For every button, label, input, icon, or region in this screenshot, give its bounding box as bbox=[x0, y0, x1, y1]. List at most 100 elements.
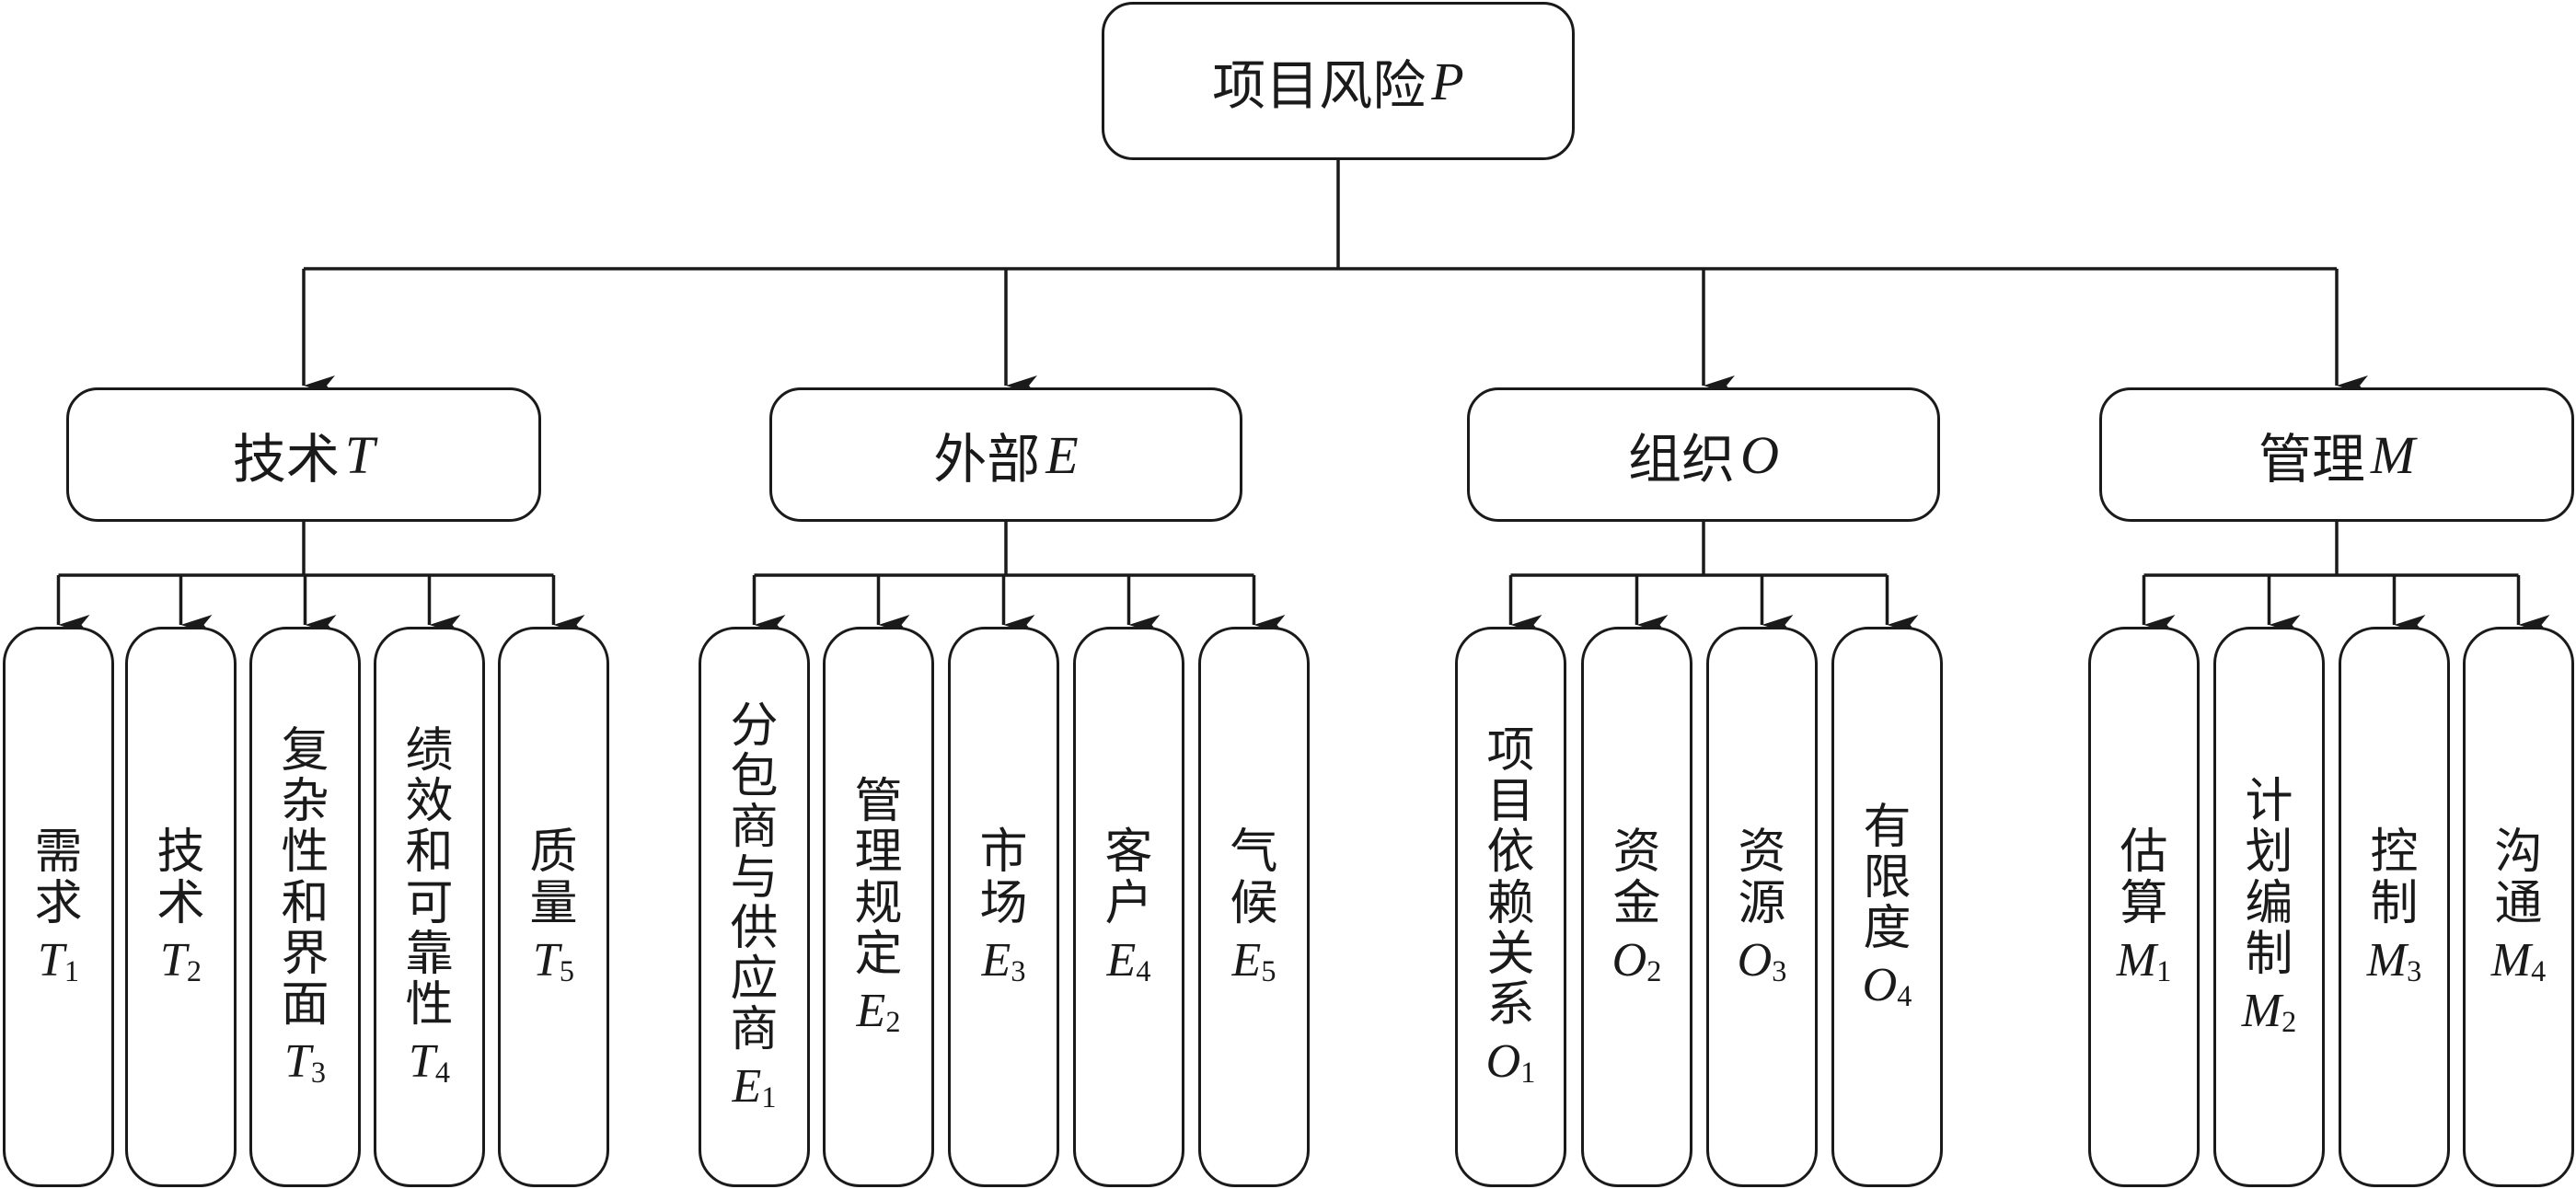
leaf-char: 技 bbox=[156, 825, 205, 881]
leaf-char: 靠 bbox=[405, 926, 454, 982]
leaf-char: 理 bbox=[854, 825, 903, 881]
leaf-node-3-1-symbol: O bbox=[1485, 1034, 1521, 1088]
leaf-char: 面 bbox=[281, 976, 329, 1033]
group-node-4-label: 管理 bbox=[2258, 428, 2365, 491]
group-node-3-label: 组织 bbox=[1628, 428, 1736, 491]
leaf-node-1-1-code: T1 bbox=[38, 935, 79, 987]
leaf-char: 计 bbox=[2245, 774, 2293, 830]
leaf-node-1-1-symbol: T bbox=[37, 933, 64, 987]
leaf-char: 规 bbox=[854, 875, 903, 931]
leaf-node-2-2-symbol: E bbox=[856, 984, 886, 1037]
leaf-node-3-2-code: O2 bbox=[1612, 935, 1662, 987]
leaf-char: 沟 bbox=[2494, 825, 2543, 881]
leaf-char: 目 bbox=[1486, 774, 1535, 830]
leaf-char: 资 bbox=[1738, 825, 1786, 881]
leaf-node-1-4-subscript: 4 bbox=[434, 1055, 451, 1089]
leaf-node-2-2-subscript: 2 bbox=[885, 1004, 901, 1038]
leaf-char: 场 bbox=[979, 875, 1028, 931]
leaf-node-3-2-subscript: 2 bbox=[1646, 953, 1662, 987]
leaf-char: 制 bbox=[2370, 875, 2419, 931]
leaf-node-4-1-code: M1 bbox=[2117, 935, 2171, 987]
leaf-char: 和 bbox=[405, 825, 454, 881]
leaf-node-1-2-symbol: T bbox=[159, 933, 187, 987]
leaf-char: 划 bbox=[2245, 825, 2293, 881]
leaf-char: 候 bbox=[1230, 875, 1278, 931]
leaf-char: 源 bbox=[1738, 875, 1786, 931]
leaf-char: 效 bbox=[405, 774, 454, 830]
leaf-char: 包 bbox=[730, 748, 779, 804]
leaf-char: 控 bbox=[2370, 825, 2419, 881]
leaf-node-4-4-subscript: 4 bbox=[2531, 953, 2547, 987]
leaf-node-2-1-symbol: E bbox=[732, 1060, 762, 1114]
leaf-node-4-3-code: M3 bbox=[2367, 935, 2421, 987]
leaf-node-3-1-code: O1 bbox=[1486, 1036, 1536, 1088]
leaf-char: 关 bbox=[1486, 926, 1535, 982]
leaf-node-1-4-symbol: T bbox=[408, 1034, 435, 1088]
leaf-char: 与 bbox=[730, 849, 779, 906]
leaf-char: 定 bbox=[854, 926, 903, 982]
leaf-char: 杂 bbox=[281, 774, 329, 830]
leaf-node-4-4-symbol: M bbox=[2490, 933, 2532, 987]
leaf-node-1-2-code: T2 bbox=[160, 935, 202, 987]
leaf-node-2-3-subscript: 3 bbox=[1011, 953, 1026, 987]
leaf-node-3-1-subscript: 1 bbox=[1520, 1055, 1536, 1089]
leaf-node-2-3-symbol: E bbox=[981, 933, 1011, 987]
leaf-char: 有 bbox=[1863, 799, 1912, 855]
leaf-char: 商 bbox=[730, 799, 779, 855]
leaf-node-3-4-symbol: O bbox=[1862, 959, 1898, 1012]
leaf-node-4-1-symbol: M bbox=[2116, 933, 2157, 987]
group-node-1-symbol: T bbox=[344, 424, 375, 485]
leaf-char: 市 bbox=[979, 825, 1028, 881]
leaf-node-2-1-code: E1 bbox=[733, 1061, 777, 1113]
leaf-node-2-5-code: E5 bbox=[1232, 935, 1276, 987]
leaf-char: 质 bbox=[529, 825, 578, 881]
leaf-char: 户 bbox=[1104, 875, 1153, 931]
leaf-char: 求 bbox=[34, 875, 83, 931]
leaf-char: 供 bbox=[730, 901, 779, 957]
leaf-char: 赖 bbox=[1486, 875, 1535, 931]
leaf-node-1-3-subscript: 3 bbox=[310, 1055, 327, 1089]
leaf-node-1-5-code: T5 bbox=[533, 935, 574, 987]
leaf-char: 界 bbox=[281, 926, 329, 982]
leaf-node-2-4-code: E4 bbox=[1107, 935, 1151, 987]
root-node-label: 项目风险 bbox=[1212, 54, 1427, 117]
leaf-char: 限 bbox=[1863, 849, 1912, 906]
leaf-node-2-5-symbol: E bbox=[1231, 933, 1262, 987]
leaf-node-2-3-code: E3 bbox=[982, 935, 1026, 987]
leaf-node-1-3-symbol: T bbox=[283, 1034, 311, 1088]
root-node-symbol: P bbox=[1431, 51, 1464, 111]
leaf-char: 估 bbox=[2120, 825, 2168, 881]
leaf-node-3-4-subscript: 4 bbox=[1897, 978, 1912, 1012]
group-node-1-label: 技术 bbox=[232, 428, 340, 491]
leaf-node-4-3-subscript: 3 bbox=[2407, 953, 2422, 987]
